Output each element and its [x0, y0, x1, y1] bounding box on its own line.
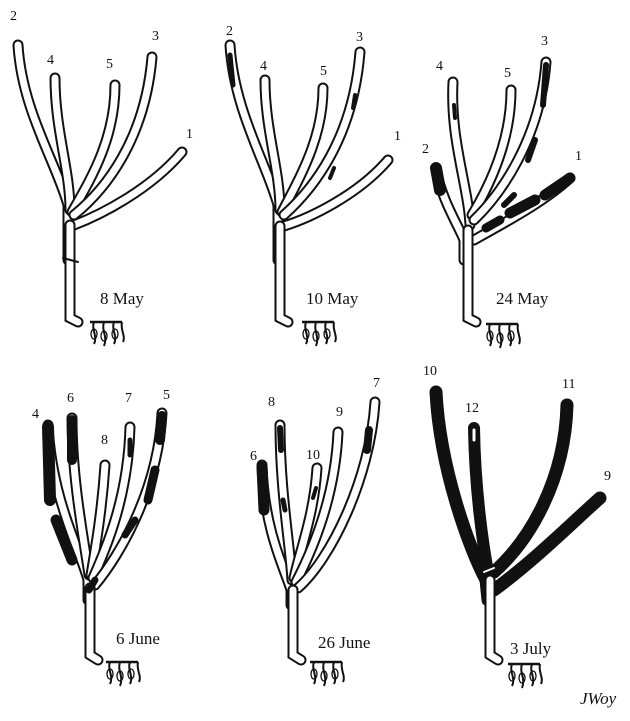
- panel-date: 8 May: [100, 289, 144, 308]
- panel-date: 10 May: [306, 289, 359, 308]
- label-shoot-4: 4: [436, 59, 443, 74]
- label-shoot-11: 11: [562, 377, 575, 392]
- label-shoot-5: 5: [504, 66, 511, 81]
- panel-date: 26 June: [318, 633, 370, 652]
- label-shoot-1: 1: [394, 129, 401, 144]
- shoot-outline: [18, 45, 182, 322]
- label-shoot-5: 5: [163, 388, 170, 403]
- shoot-outline: [262, 402, 375, 660]
- label-shoot-4: 4: [260, 59, 267, 74]
- label-shoot-10: 10: [423, 364, 437, 379]
- label-shoot-3: 3: [541, 34, 548, 49]
- label-shoot-4: 4: [47, 53, 54, 68]
- panel-24-may: 4 5 3 2 1 24 May: [422, 34, 582, 348]
- label-shoot-6: 6: [250, 449, 257, 464]
- label-shoot-3: 3: [356, 30, 363, 45]
- artist-signature: JWoy: [580, 689, 617, 708]
- label-shoot-7: 7: [125, 391, 132, 406]
- panel-6-june: 4 6 7 5 8 6 June: [32, 388, 170, 686]
- panel-date: 6 June: [116, 629, 160, 648]
- label-shoot-1: 1: [186, 127, 193, 142]
- label-shoot-12: 12: [465, 401, 479, 416]
- label-shoot-8: 8: [101, 433, 108, 448]
- shoot-outline: [230, 45, 388, 322]
- panel-date: 3 July: [510, 639, 552, 658]
- label-shoot-2: 2: [10, 9, 17, 24]
- panel-date: 24 May: [496, 289, 549, 308]
- shoot-outline: [436, 392, 600, 660]
- label-shoot-9: 9: [336, 405, 343, 420]
- label-shoot-3: 3: [152, 29, 159, 44]
- panel-8-may: 2 4 5 3 1 8 May: [10, 9, 193, 346]
- shoot-outline: [436, 62, 570, 322]
- label-shoot-4: 4: [32, 407, 39, 422]
- label-shoot-1: 1: [575, 149, 582, 164]
- shoot-outline: [48, 413, 162, 660]
- panel-10-may: 2 4 5 3 1 10 May: [226, 24, 401, 346]
- label-shoot-6: 6: [67, 391, 74, 406]
- label-shoot-5: 5: [320, 64, 327, 79]
- label-shoot-2: 2: [422, 142, 429, 157]
- panel-26-june: 8 7 9 6 10 26 June: [250, 376, 380, 686]
- label-shoot-5: 5: [106, 57, 113, 72]
- panel-3-july: 10 12 11 9 3 July: [423, 364, 611, 688]
- label-shoot-10: 10: [306, 448, 320, 463]
- label-shoot-8: 8: [268, 395, 275, 410]
- label-shoot-9: 9: [604, 469, 611, 484]
- label-shoot-2: 2: [226, 24, 233, 39]
- label-shoot-7: 7: [373, 376, 380, 391]
